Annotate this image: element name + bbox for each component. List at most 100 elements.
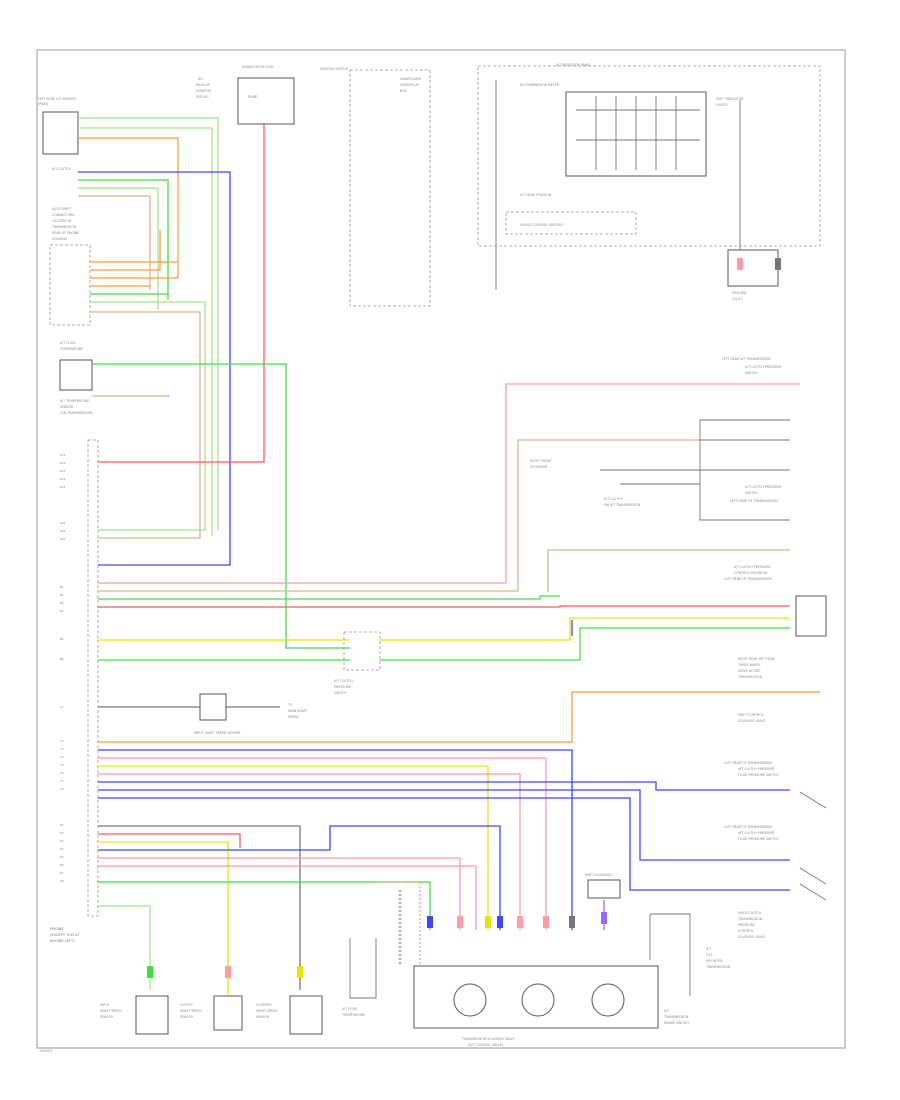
svg-text:C6: C6: [60, 771, 64, 775]
svg-text:A13: A13: [60, 469, 66, 473]
right-switch-upper: LEFT REAR A/T TRANSMISSION A/T CLUTCH PR…: [530, 357, 790, 521]
svg-text:A/T: A/T: [664, 1009, 669, 1013]
svg-text:A22: A22: [60, 529, 66, 533]
svg-text:IN COMBINATION METER: IN COMBINATION METER: [520, 83, 560, 87]
svg-text:LEFT REAR OF TRANSMISSION: LEFT REAR OF TRANSMISSION: [724, 577, 772, 581]
connector-marks: [147, 258, 781, 978]
svg-text:INPUT SHAFT SPEED SENSOR: INPUT SHAFT SPEED SENSOR: [194, 731, 241, 735]
svg-text:SENSOR: SENSOR: [256, 1015, 270, 1019]
svg-text:MAIN SHAFT: MAIN SHAFT: [288, 709, 308, 713]
svg-text:D8: D8: [60, 879, 64, 883]
svg-text:DRIVE ACTIVE: DRIVE ACTIVE: [738, 669, 760, 673]
solenoid-valve-assembly: TRANSMISSION SOLENOID VALVE (A/T CONTROL…: [413, 965, 659, 1047]
svg-text:INPUT: INPUT: [100, 1003, 110, 1007]
svg-text:OF ENGINE: OF ENGINE: [530, 465, 548, 469]
svg-text:SOLENOID VALVE: SOLENOID VALVE: [738, 719, 765, 723]
svg-text:D1: D1: [60, 823, 64, 827]
svg-text:RIGHT FRONT: RIGHT FRONT: [530, 459, 552, 463]
svg-text:C5: C5: [60, 763, 64, 767]
fluid-temp-sensor-bottom: A/T TRANSMISSION RANGE SWITCH A/T CVT MO…: [649, 913, 731, 1025]
svg-text:TRANSMISSION: TRANSMISSION: [705, 965, 731, 969]
svg-text:SOLENOID VALVE: SOLENOID VALVE: [738, 935, 765, 939]
svg-text:FLUID PRESSURE SWITCH: FLUID PRESSURE SWITCH: [738, 837, 779, 841]
svg-text:A23: A23: [60, 537, 66, 541]
bottom-sensor-2: OUTPUT SHAFT SPEED SENSOR: [180, 995, 243, 1031]
svg-text:B1: B1: [60, 585, 64, 589]
bottom-sensor-3: COUNTER SHAFT SPEED SENSOR: [256, 995, 323, 1035]
svg-text:ENGINE LEFT): ENGINE LEFT): [50, 939, 75, 943]
svg-text:A21: A21: [60, 521, 66, 525]
svg-text:OUTPUT: OUTPUT: [180, 1003, 193, 1007]
svg-text:SHIFT CONTROL: SHIFT CONTROL: [738, 713, 764, 717]
svg-text:SWITCH: SWITCH: [745, 371, 758, 375]
svg-text:ENGINE: ENGINE: [50, 927, 64, 931]
svg-text:IGNITION SWITCH: IGNITION SWITCH: [320, 67, 349, 71]
pcm-connector: ENGINE (EXCEPT TCM AT ENGINE LEFT) A11 A…: [50, 439, 99, 943]
svg-text:RANGE SWITCH: RANGE SWITCH: [664, 1021, 689, 1025]
svg-text:TEMPERATURE: TEMPERATURE: [341, 1013, 365, 1017]
svg-text:SHIFT SOLENOID: SHIFT SOLENOID: [585, 873, 612, 877]
svg-text:A/T CLUTCH PRESSURE: A/T CLUTCH PRESSURE: [745, 485, 782, 489]
svg-text:SENSOR: SENSOR: [60, 405, 74, 409]
svg-text:(ON TRANSMISSION): (ON TRANSMISSION): [60, 411, 93, 415]
svg-text:AUTO SHIFT: AUTO SHIFT: [52, 207, 71, 211]
svg-text:TEMPERATURE: TEMPERATURE: [59, 347, 83, 351]
svg-text:D7: D7: [60, 871, 64, 875]
page-marker: G00001: [40, 1049, 53, 1053]
svg-text:D2: D2: [60, 831, 64, 835]
svg-text:HOUSING: HOUSING: [52, 237, 68, 241]
svg-text:A/T CLUTCH: A/T CLUTCH: [604, 497, 623, 501]
svg-text:(A/T CONTROL VALVE): (A/T CONTROL VALVE): [468, 1043, 503, 1047]
svg-text:CONTROL: CONTROL: [738, 929, 754, 933]
svg-text:C3: C3: [60, 747, 64, 751]
mid-left-switch: A/T FLUID TEMPERATURE A/T TEMPERATURE SE…: [59, 341, 93, 415]
svg-text:C1: C1: [60, 705, 64, 709]
svg-text:BACK-UP: BACK-UP: [196, 83, 210, 87]
ground-g101: GROUND (G101): [727, 249, 779, 301]
svg-text:D4: D4: [60, 847, 64, 851]
top-right-module: A/T INDICATOR PANEL IN COMBINATION METER…: [477, 63, 821, 290]
svg-text:LEFT REAR A/T TRANSMISSION: LEFT REAR A/T TRANSMISSION: [722, 357, 771, 361]
svg-text:FUSE: FUSE: [248, 95, 258, 99]
svg-text:UNDER-HOOD FUSE: UNDER-HOOD FUSE: [242, 65, 274, 69]
svg-text:A/T CLUTCH PRESSURE: A/T CLUTCH PRESSURE: [738, 767, 775, 771]
svg-text:GROUND: GROUND: [732, 291, 747, 295]
svg-text:ECM/PCM: ECM/PCM: [196, 89, 211, 93]
svg-text:C2: C2: [60, 739, 64, 743]
svg-text:A/T CLUTCH PRESSURE: A/T CLUTCH PRESSURE: [745, 365, 782, 369]
ignition-switch: IGNITION SWITCH UNDER-DASH FUSE/RELAY BO…: [320, 67, 431, 307]
svg-text:SWITCH: SWITCH: [745, 491, 758, 495]
svg-text:(G101): (G101): [732, 297, 743, 301]
svg-text:GAUGE CONTROL MODULE: GAUGE CONTROL MODULE: [520, 223, 563, 227]
svg-text:SENSOR: SENSOR: [180, 1015, 194, 1019]
svg-text:CONNECTORS: CONNECTORS: [52, 213, 74, 217]
diagram-frame: [36, 49, 846, 1049]
svg-text:BOX: BOX: [400, 89, 407, 93]
svg-text:A/T: A/T: [706, 947, 711, 951]
svg-text:REAR OF ENGINE: REAR OF ENGINE: [52, 231, 79, 235]
svg-text:FLUID PRESSURE SWITCH: FLUID PRESSURE SWITCH: [738, 773, 779, 777]
svg-text:A/T CLUTCH: A/T CLUTCH: [52, 167, 71, 171]
svg-text:A/T FLUID: A/T FLUID: [60, 341, 76, 345]
svg-text:SWITCH: SWITCH: [334, 691, 347, 695]
svg-text:A14: A14: [60, 477, 66, 481]
solenoid-top-connector: SHIFT SOLENOID: [585, 873, 621, 899]
bottom-connector-u: A/T FLUID TEMPERATURE: [341, 938, 377, 1017]
right-labels-lower: RIGHT REAR LEFT SIDE THREE WHEEL DRIVE A…: [724, 657, 827, 939]
svg-text:TRANSMISSION: TRANSMISSION: [51, 225, 77, 229]
svg-text:PRESSURE: PRESSURE: [334, 685, 351, 689]
svg-text:C8: C8: [60, 787, 64, 791]
svg-text:A/T CLUTCH: A/T CLUTCH: [334, 679, 353, 683]
svg-text:TO: TO: [287, 703, 293, 707]
svg-text:LEFT REAR A/T SENSOR: LEFT REAR A/T SENSOR: [38, 97, 76, 101]
svg-text:MULTI-CLUTCH: MULTI-CLUTCH: [738, 911, 762, 915]
svg-text:CONTROL SOLENOID: CONTROL SOLENOID: [734, 571, 768, 575]
svg-text:LEFT REAR OF TRANSMISSION: LEFT REAR OF TRANSMISSION: [724, 761, 772, 765]
svg-text:A/T FLUID: A/T FLUID: [342, 1007, 358, 1011]
svg-text:LEFT REAR OF TRANSMISSION: LEFT REAR OF TRANSMISSION: [724, 825, 772, 829]
svg-text:FUSE/RELAY: FUSE/RELAY: [400, 83, 419, 87]
mid-connector: A/T CLUTCH PRESSURE SWITCH: [334, 631, 381, 695]
svg-text:SHAFT SPEED: SHAFT SPEED: [256, 1009, 278, 1013]
svg-text:B2: B2: [60, 593, 64, 597]
